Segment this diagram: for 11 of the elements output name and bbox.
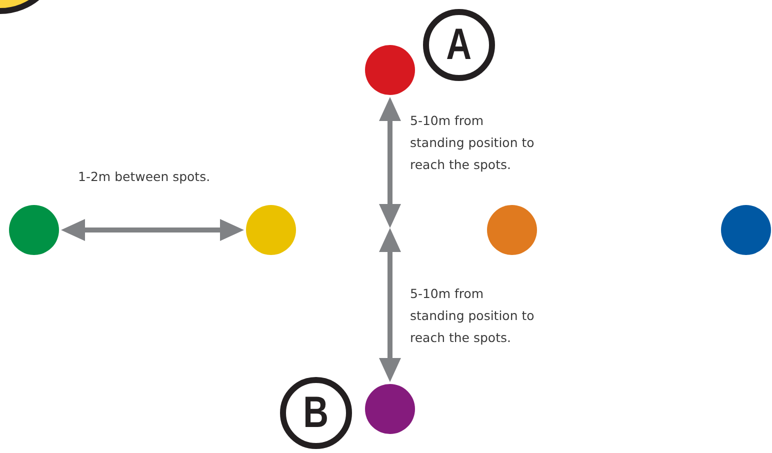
spot-marker [365, 45, 415, 95]
letter-badge: B [280, 377, 352, 449]
double-arrow [61, 219, 244, 241]
letter-badge: A [423, 9, 495, 81]
double-arrow [379, 228, 401, 382]
spot-marker [9, 205, 59, 255]
spot-marker [487, 205, 537, 255]
spot-marker [365, 384, 415, 434]
double-arrow [379, 97, 401, 228]
spot-marker [246, 205, 296, 255]
spot-marker [721, 205, 771, 255]
